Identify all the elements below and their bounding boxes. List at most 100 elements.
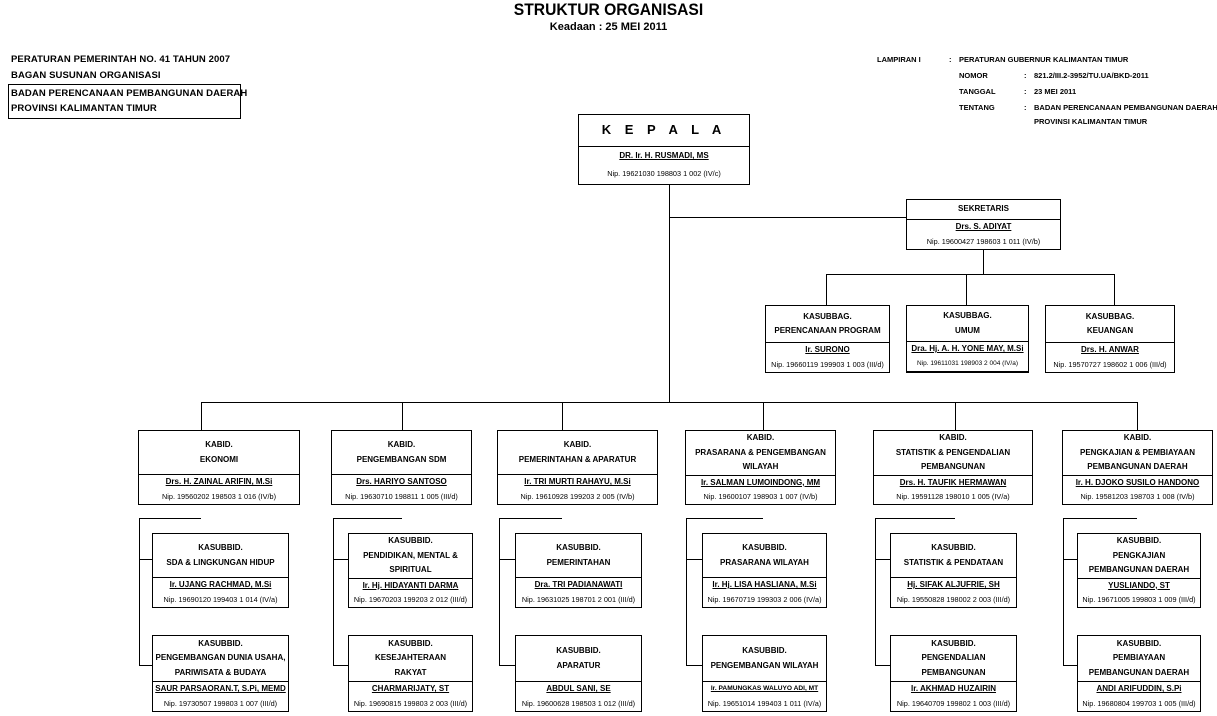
col5-tick-1 <box>875 559 890 560</box>
kepala-box: K E P A L A DR. Ir. H. RUSMADI, MS Nip. … <box>578 114 750 185</box>
sekretaris-box: SEKRETARIS Drs. S. ADIYAT Nip. 19600427 … <box>906 199 1061 250</box>
col6-tick-2 <box>1063 665 1077 666</box>
kasubbag-perencanaan-box: KASUBBAG.PERENCANAAN PROGRAM Ir. SURONO … <box>765 305 890 373</box>
col4-tick-1 <box>686 559 702 560</box>
kasubbag-line2: KEUANGAN <box>1086 326 1134 335</box>
page-title: STRUKTUR ORGANISASI <box>513 0 704 19</box>
kasubbid-line1: KASUBBID. <box>556 543 601 552</box>
agency-name: BADAN PERENCANAAN PEMBANGUNAN DAERAH <box>11 88 248 99</box>
col1-link-v <box>139 518 140 666</box>
kasubbag-nip: Nip. 19660119 199903 1 003 (III/d) <box>771 360 884 369</box>
kabid-5-line <box>955 402 956 430</box>
kasubbid-pendidikan-box: KASUBBID.PENDIDIKAN, MENTAL &SPIRITUAL I… <box>348 533 473 608</box>
kabid-nip: Nip. 19591128 198010 1 005 (IV/a) <box>896 492 1010 502</box>
col6-tick-1 <box>1063 559 1077 560</box>
kasubbid-line1: KASUBBID. <box>1116 536 1162 545</box>
lampiran-value: PERATURAN GUBERNUR KALIMANTAN TIMUR <box>959 55 1129 64</box>
kasubbid-name: Ir. Hj. LISA HASLIANA, M.Si <box>703 577 826 592</box>
kabid-name: Ir. SALMAN LUMOINDONG, MM <box>686 474 835 490</box>
page-subtitle: Keadaan : 25 MEI 2011 <box>549 21 668 33</box>
tentang-sep: : <box>1024 103 1027 112</box>
col6-link-h <box>1063 518 1137 519</box>
regulation-line: PERATURAN PEMERINTAH NO. 41 TAHUN 2007 <box>11 54 231 65</box>
tentang-value-1: BADAN PERENCANAAN PEMBANGUNAN DAERAH <box>1034 103 1217 112</box>
kasubbag-line2: UMUM <box>955 325 980 335</box>
kasubbid-name: CHARMARIJATY, ST <box>349 681 472 696</box>
kasubbid-line1: KASUBBID. <box>556 646 601 655</box>
kasubbag-3-line <box>1114 274 1115 305</box>
kasubbid-line1: KASUBBID. <box>931 543 976 552</box>
kabid-line1: KABID. <box>1123 433 1152 442</box>
kasubbid-nip: Nip. 19671005 199803 1 009 (III/d) <box>1082 595 1196 605</box>
kasubbid-line3: SPIRITUAL <box>389 565 432 574</box>
sekretaris-name: Drs. S. ADIYAT <box>907 219 1060 234</box>
kasubbid-nip: Nip. 19640709 199802 1 003 (III/d) <box>896 699 1011 708</box>
kabid-nip: Nip. 19610928 199203 2 005 (IV/b) <box>520 492 635 501</box>
kabid-line2: EKONOMI <box>199 454 239 464</box>
kasubbid-sda-box: KASUBBID.SDA & LINGKUNGAN HIDUP Ir. UJAN… <box>152 533 289 608</box>
kasubbag-nip: Nip. 19570727 198602 1 006 (III/d) <box>1053 360 1167 369</box>
kasubbid-line2: PENGENDALIAN <box>921 653 986 663</box>
sekretaris-drop-line <box>983 249 984 274</box>
tanggal-sep: : <box>1024 87 1027 96</box>
col3-tick-2 <box>499 665 515 666</box>
agency-name-frame: BADAN PERENCANAAN PEMBANGUNAN DAERAH PRO… <box>8 84 248 119</box>
kabid-line2: PENGKAJIAN & PEMBIAYAAN <box>1080 447 1195 457</box>
kabid-nip: Nip. 19630710 198811 1 005 (III/d) <box>345 492 458 501</box>
col2-link-h <box>333 518 402 519</box>
kasubbag-bus-line <box>826 274 1115 275</box>
sekretaris-nip: Nip. 19600427 198603 1 011 (IV/b) <box>926 237 1041 246</box>
kasubbid-nip: Nip. 19730507 199803 1 007 (III/d) <box>163 699 278 708</box>
tentang-value-2: PROVINSI KALIMANTAN TIMUR <box>1034 117 1148 126</box>
lampiran-sep: : <box>949 55 952 64</box>
tentang-label: TENTANG <box>959 103 995 112</box>
kabid-line2: PRASARANA & PENGEMBANGAN <box>695 447 826 457</box>
kabid-name: Ir. H. DJOKO SUSILO HANDONO <box>1063 474 1212 490</box>
kasubbid-nip: Nip. 19651014 199403 1 011 (IV/a) <box>707 699 822 708</box>
kasubbid-line1: KASUBBID. <box>198 638 243 648</box>
kasubbid-nip: Nip. 19670203 199203 2 012 (III/d) <box>353 595 468 605</box>
kasubbag-line1: KASUBBAG. <box>1085 311 1135 321</box>
kasubbag-1-line <box>826 274 827 305</box>
kasubbid-name: Ir. AKHMAD HUZAIRIN <box>891 681 1016 696</box>
kabid-line2: STATISTIK & PENGENDALIAN <box>895 447 1011 457</box>
kabid-nip: Nip. 19581203 198703 1 008 (IV/b) <box>1080 492 1195 502</box>
kabid-2-line <box>402 402 403 430</box>
kabid-line1: KABID. <box>563 440 592 449</box>
col4-link-h <box>686 518 763 519</box>
kasubbid-line1: KASUBBID. <box>388 536 433 545</box>
kabid-name: Ir. TRI MURTI RAHAYU, M.Si <box>498 474 657 489</box>
kasubbid-nip: Nip. 19631025 198701 2 001 (III/d) <box>521 595 636 604</box>
kasubbag-umum-box: KASUBBAG.UMUM Dra. Hj. A. H. YONE MAY, M… <box>906 305 1029 373</box>
kasubbid-line2: PENDIDIKAN, MENTAL & <box>363 550 458 560</box>
kabid-name: Drs. H. ZAINAL ARIFIN, M.Si <box>139 474 299 489</box>
nomor-label: NOMOR <box>959 71 988 80</box>
col2-link-v <box>333 518 334 666</box>
kasubbid-line1: KASUBBID. <box>742 646 787 655</box>
col2-tick-2 <box>333 665 348 666</box>
kasubbid-line2: PEMBIAYAAN <box>1112 653 1166 663</box>
nomor-sep: : <box>1024 71 1027 80</box>
col2-tick-1 <box>333 559 348 560</box>
kasubbid-name: Dra. TRI PADIANAWATI <box>516 577 641 592</box>
kepala-nip: Nip. 19621030 198803 1 002 (IV/c) <box>607 169 721 178</box>
kasubbid-line2: STATISTIK & PENDATAAN <box>903 557 1004 567</box>
kasubbid-name: SAUR PARSAORAN.T, S.Pi, MEMD <box>153 681 288 696</box>
kasubbid-line2: PEMERINTAHAN <box>546 557 611 567</box>
kasubbid-line2: KESEJAHTERAAN <box>374 653 447 663</box>
kasubbid-name: Ir. UJANG RACHMAD, M.Si <box>153 577 288 592</box>
kabid-line3: PEMBANGUNAN DAERAH <box>1087 462 1188 471</box>
kabid-line1: KABID. <box>205 440 233 449</box>
kasubbid-line1: KASUBBID. <box>1116 638 1162 648</box>
chart-caption: BAGAN SUSUNAN ORGANISASI <box>11 70 161 81</box>
kasubbid-nip: Nip. 19550828 198002 2 003 (III/d) <box>896 595 1011 604</box>
kabid-nip: Nip. 19600107 198903 1 007 (IV/b) <box>703 492 818 502</box>
kasubbid-line3: PEMBANGUNAN DAERAH <box>1088 565 1190 574</box>
kabid-line1: KABID. <box>939 433 967 442</box>
kabid-sdm-box: KABID.PENGEMBANGAN SDM Drs. HARIYO SANTO… <box>331 430 472 505</box>
col5-tick-2 <box>875 665 890 666</box>
kasubbid-aparatur-box: KASUBBID.APARATUR ABDUL SANI, SE Nip. 19… <box>515 635 642 712</box>
